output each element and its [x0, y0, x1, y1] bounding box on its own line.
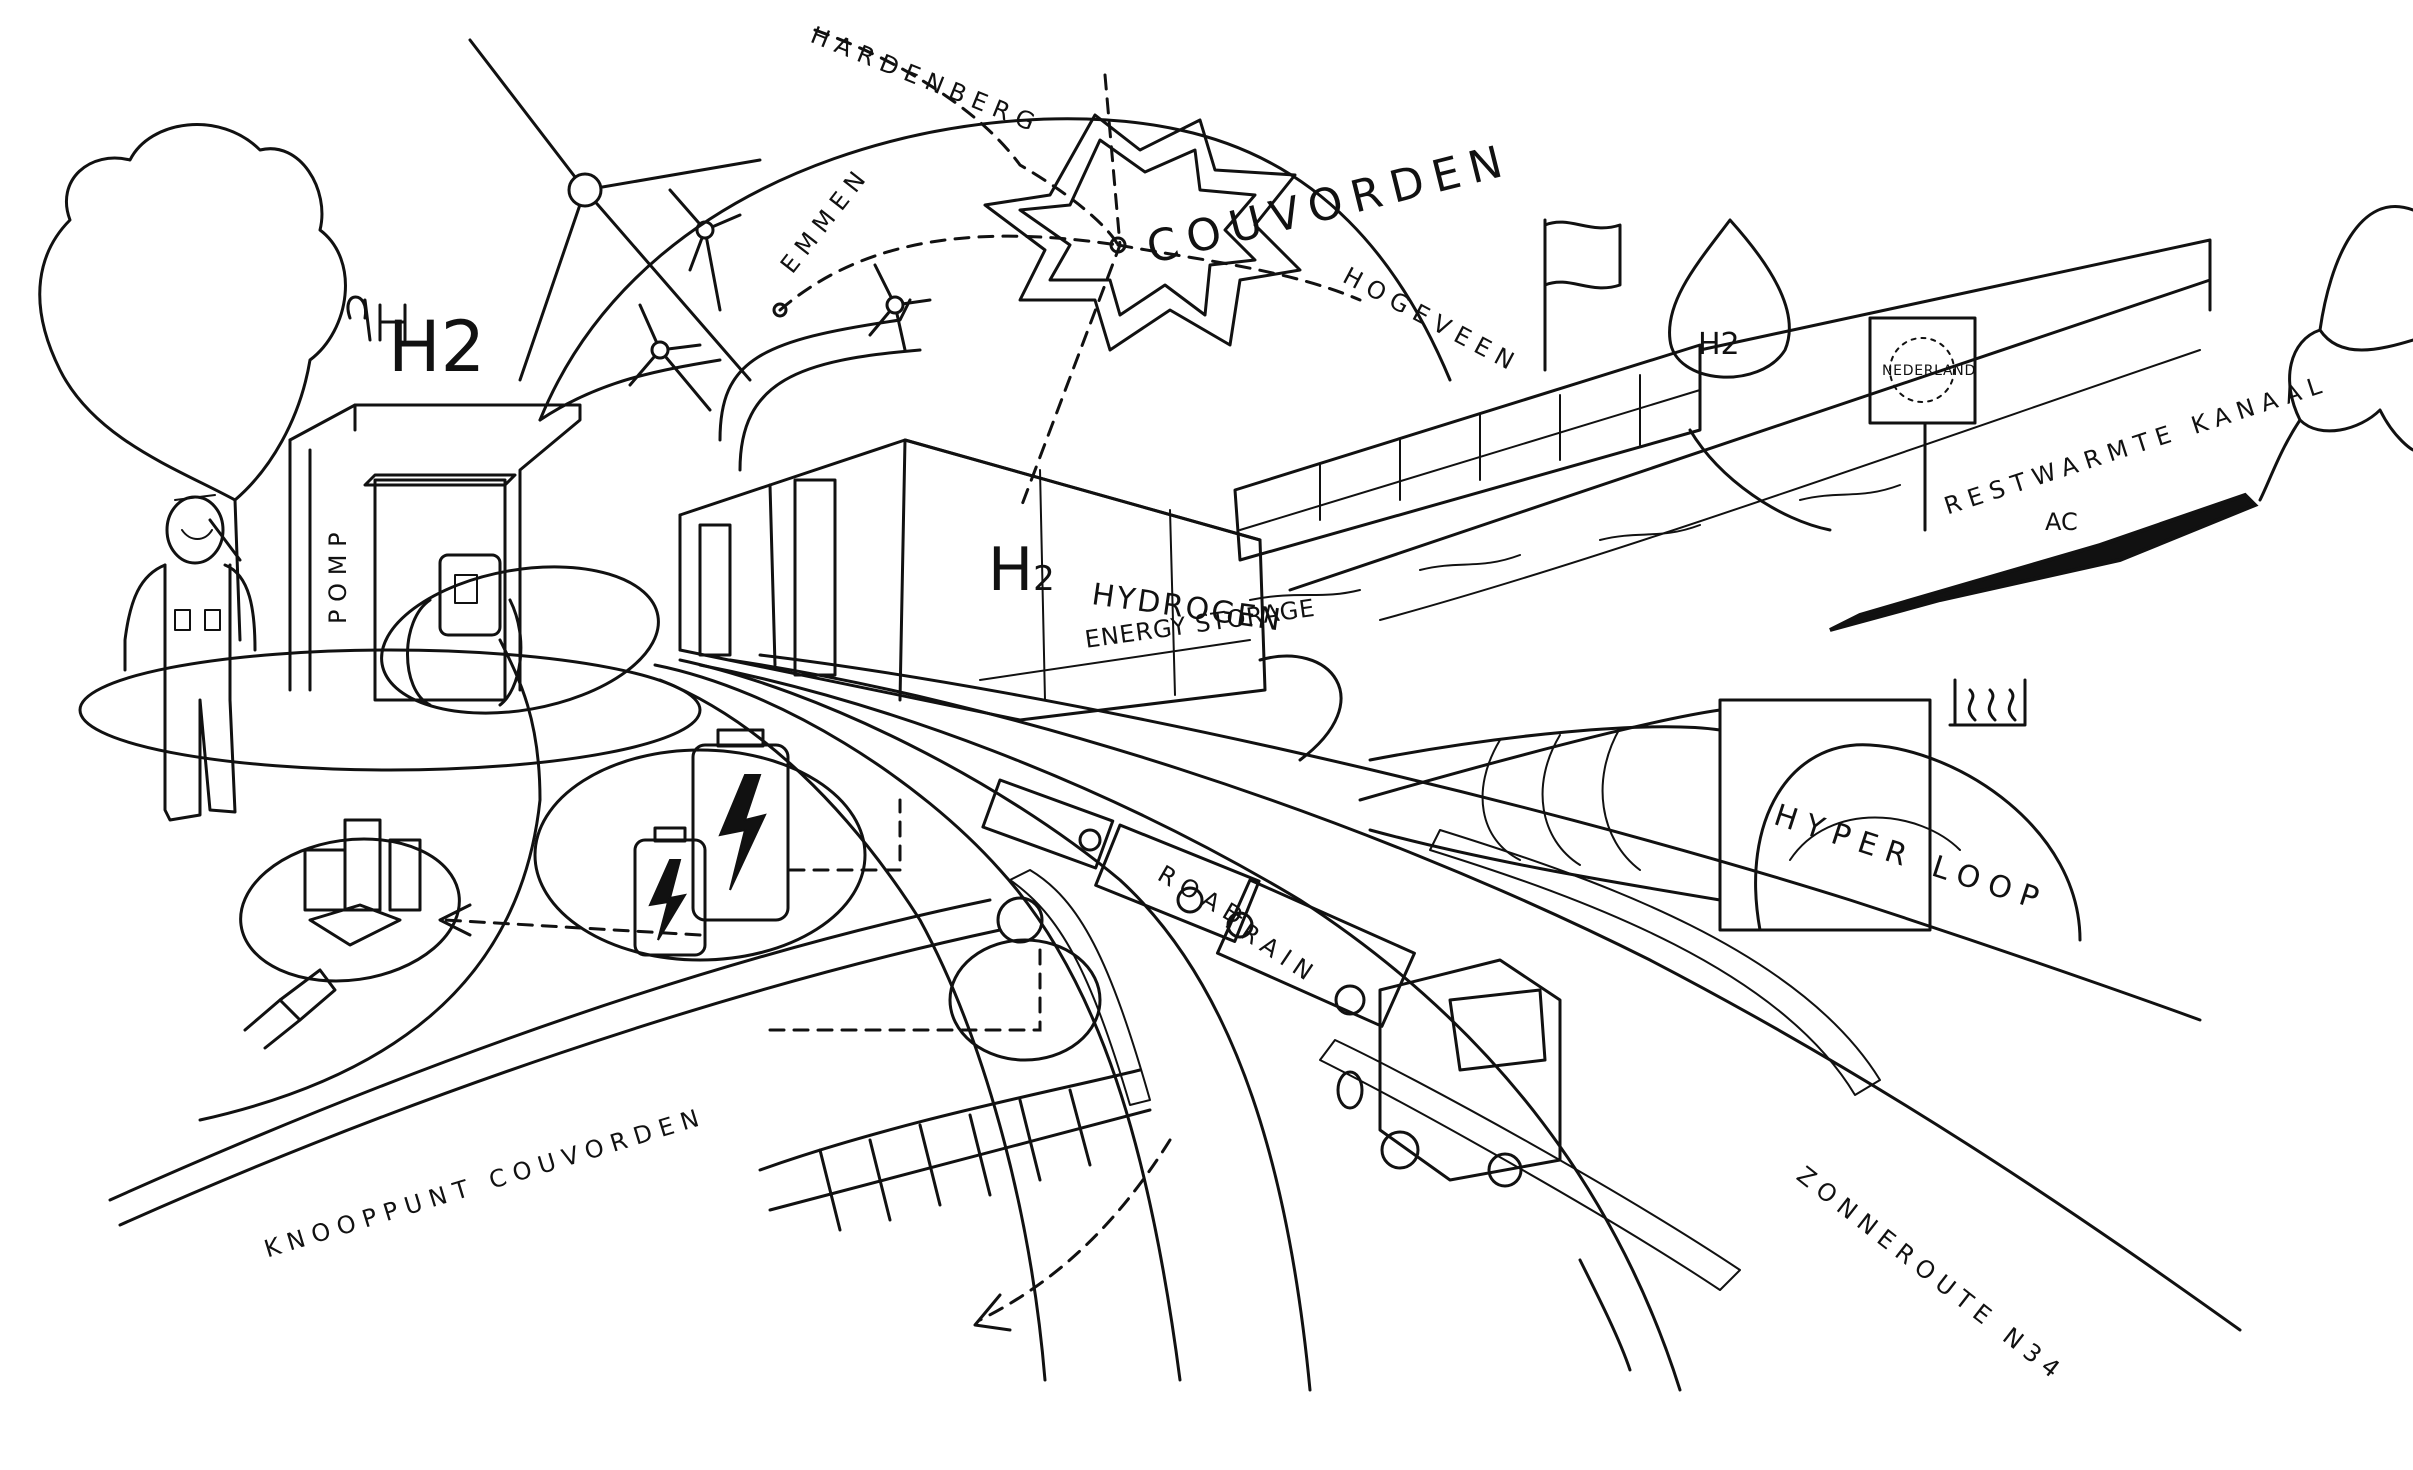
road-sign-icon: [1868, 316, 1977, 532]
water-drop-icon: [1668, 218, 1791, 379]
flag-icon: [1543, 218, 1622, 372]
battery-icon: [691, 728, 790, 922]
city-blocks-icon: [239, 818, 461, 983]
tree-icon: [38, 123, 347, 642]
wind-turbine-icon: [628, 303, 712, 412]
label-ac: AC: [2045, 508, 2078, 536]
label-pomp: POMP: [324, 524, 352, 624]
label-h2-tank-text: H: [988, 535, 1034, 605]
railway-track: [758, 1068, 1152, 1232]
road-train: [981, 778, 1416, 1028]
plug-icon: [243, 968, 337, 1050]
battery-icon: [633, 826, 707, 957]
label-nederland: NEDERLAND: [1882, 363, 1976, 379]
hyperloop-pod-icon: [1358, 678, 2082, 942]
label-h2-tank-sub: 2: [1033, 559, 1055, 599]
wind-turbine-icon: [868, 263, 932, 352]
label-h2-station: H2: [388, 312, 485, 382]
fuel-pump-icon: [78, 295, 702, 772]
label-h2-drop: H2: [1698, 327, 1740, 362]
truck-icon: [1336, 958, 1562, 1188]
label-h2-station-text: H2: [388, 306, 486, 388]
wind-turbine-icon: [468, 38, 762, 382]
hand-with-pen-icon: [1829, 205, 2413, 632]
hydrogen-storage-container: [678, 298, 1267, 722]
label-h2-tank: H2: [988, 540, 1055, 600]
person-icon: [123, 494, 257, 822]
bridge-structure: [1233, 238, 2212, 621]
